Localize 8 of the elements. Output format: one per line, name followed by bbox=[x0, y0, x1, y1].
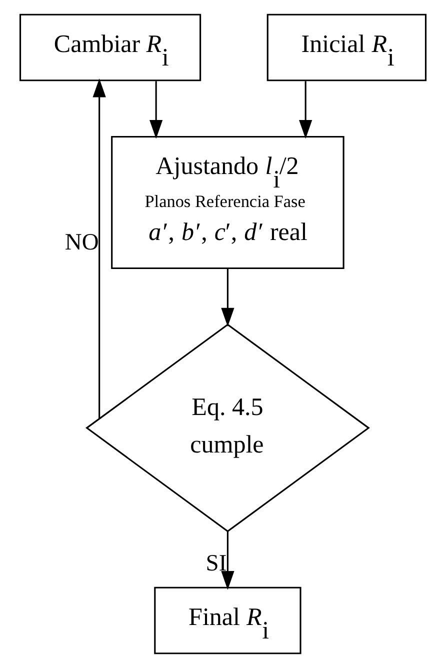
arrow bbox=[299, 81, 312, 139]
edge-label: NO bbox=[64, 230, 99, 256]
arrow bbox=[221, 268, 234, 327]
edge-label: SI bbox=[206, 550, 227, 576]
arrow bbox=[221, 532, 234, 590]
arrow bbox=[150, 81, 163, 139]
node-diamond: Eq. 4.5 cumple bbox=[85, 324, 370, 532]
arrow bbox=[92, 78, 106, 419]
